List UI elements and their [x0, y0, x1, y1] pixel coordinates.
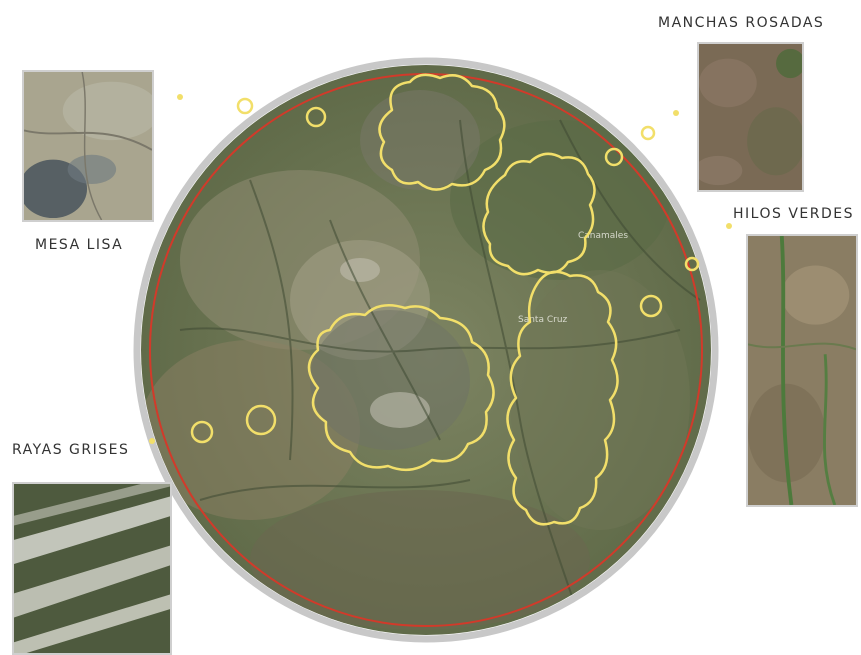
- zone-cloud-northeast: [482, 152, 596, 276]
- label-hilos-verdes: HILOS VERDES: [733, 206, 854, 222]
- zone-cloud-central: [307, 303, 495, 472]
- small-zone-circle: [236, 97, 254, 115]
- label-mesa-lisa: MESA LISA: [35, 237, 124, 253]
- sample-image-mesa-lisa: [22, 70, 154, 222]
- outer-boundary-circle: [133, 57, 719, 643]
- small-zone-circle: [245, 404, 277, 436]
- label-rayas-grises: RAYAS GRISES: [12, 442, 130, 458]
- small-zone-circle: [639, 294, 663, 318]
- small-zone-dot: [149, 438, 155, 444]
- small-zone-circle: [190, 420, 214, 444]
- small-zone-dot: [726, 223, 732, 229]
- small-zone-circle: [684, 256, 700, 272]
- sample-image-manchas-rosadas: [697, 42, 804, 192]
- small-zone-circle: [604, 147, 624, 167]
- place-label-santa-cruz: Santa Cruz: [518, 315, 568, 325]
- small-zone-circle: [640, 125, 656, 141]
- small-zone-dot: [673, 110, 679, 116]
- label-manchas-rosadas: MANCHAS ROSADAS: [658, 15, 825, 31]
- small-zone-circle: [305, 106, 327, 128]
- zone-cloud-north: [378, 73, 506, 191]
- place-label-canamales: Canamales: [578, 231, 628, 241]
- small-zone-dot: [177, 94, 183, 100]
- sample-image-hilos-verdes: [746, 234, 858, 507]
- sample-image-rayas-grises: [12, 482, 172, 655]
- zone-cloud-east: [506, 270, 619, 526]
- satellite-terrain: Canamales Santa Cruz: [141, 65, 711, 635]
